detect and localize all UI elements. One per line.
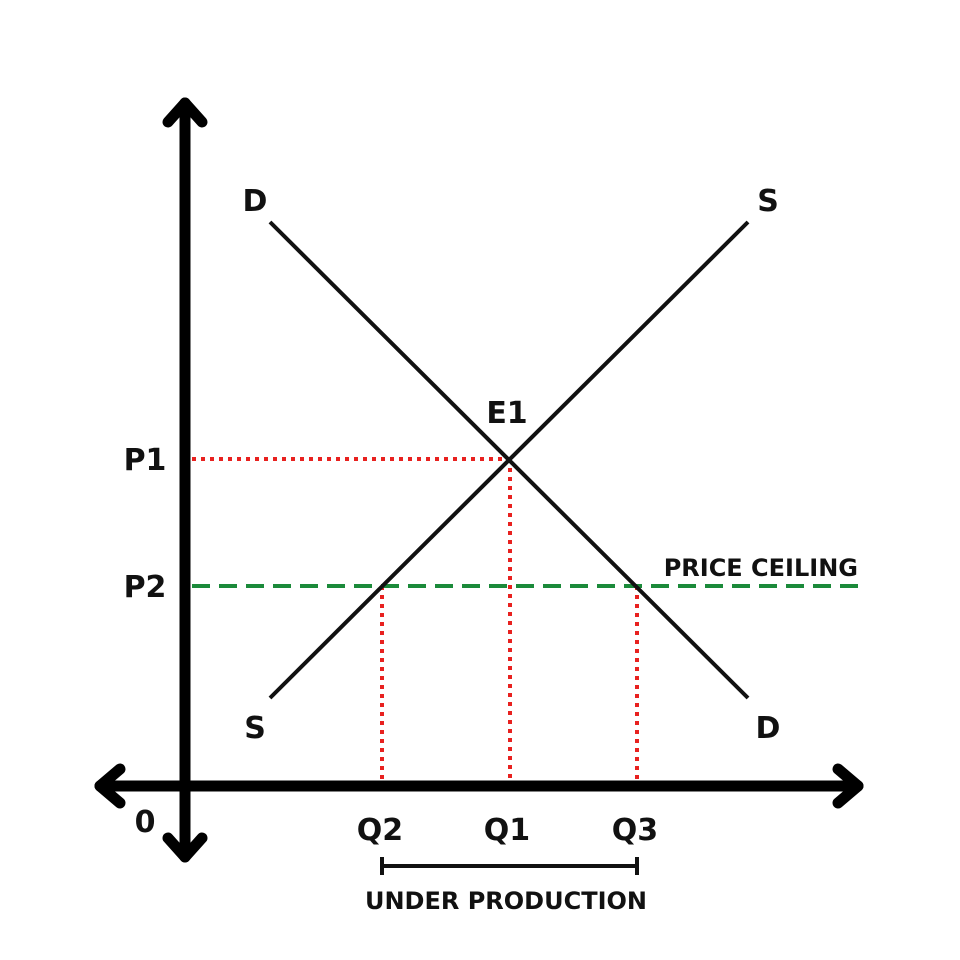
demand-top-label: D [243, 184, 268, 219]
price-label-p2: P2 [124, 570, 167, 605]
price-label-p1: P1 [124, 443, 167, 478]
price-axis-up-arrow-icon [162, 97, 208, 128]
quantity-label-q1: Q1 [484, 813, 530, 848]
supply-top-label: S [757, 184, 779, 219]
quantity-label-q2: Q2 [357, 813, 403, 848]
origin-label: 0 [135, 805, 156, 840]
quantity-axis-right-arrow-icon [832, 763, 864, 809]
price-axis-down-arrow-icon [162, 832, 208, 863]
quantity-axis-left-arrow-icon [94, 763, 126, 809]
price-ceiling-label: PRICE CEILING [664, 554, 858, 582]
supply-bottom-label: S [244, 711, 266, 746]
under-production-label: UNDER PRODUCTION [365, 887, 647, 915]
quantity-label-q3: Q3 [612, 813, 658, 848]
demand-bottom-label: D [756, 711, 781, 746]
supply-curve [268, 220, 750, 700]
equilibrium-label: E1 [486, 396, 527, 431]
